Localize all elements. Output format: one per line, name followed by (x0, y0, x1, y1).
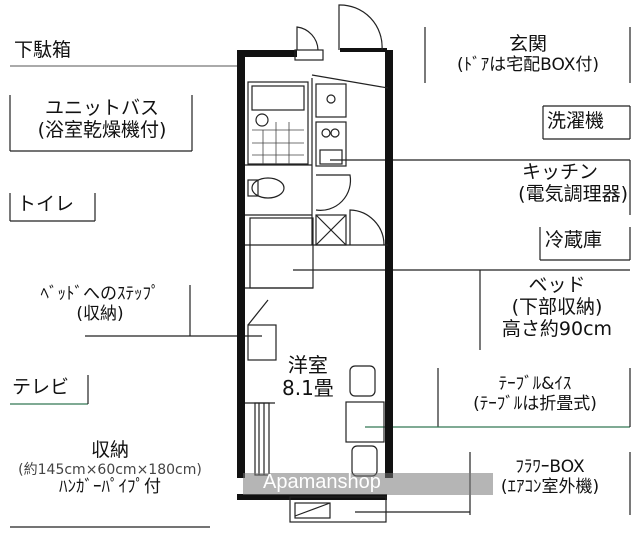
label-shoe-box: 下駄箱 (14, 39, 72, 61)
watermark: Apamanshop (243, 471, 493, 495)
watermark-text: Apamanshop (263, 471, 381, 493)
label-bed-step-sub: (収納) (76, 303, 124, 324)
label-storage-title: 収納 (90, 439, 129, 461)
label-flower-box: ﾌﾗﾜｰBOX (ｴｱｺﾝ室外機) (472, 457, 628, 497)
label-table: ﾃｰﾌﾞﾙ&ｲｽ (ﾃｰﾌﾞﾙは折畳式) (440, 374, 630, 414)
label-entrance: 玄関 (ﾄﾞｱは宅配BOX付) (428, 33, 628, 75)
label-tv: テレビ (12, 376, 70, 398)
label-washer: 洗濯機 (547, 110, 605, 132)
label-entrance-title: 玄関 (508, 33, 547, 55)
label-flower-box-sub: (ｴｱｺﾝ室外機) (500, 476, 600, 497)
label-storage-sub: ﾊﾝｶﾞｰﾊﾟｲﾌﾟ付 (59, 476, 161, 497)
label-unit-bath-sub: (浴室乾燥機付) (37, 118, 167, 141)
label-toilet: トイレ (17, 193, 75, 215)
label-entrance-sub: (ﾄﾞｱは宅配BOX付) (456, 54, 600, 75)
label-unit-bath-title: ユニットバス (44, 97, 159, 119)
label-storage: 収納 (約145cm×60cm×180cm) ﾊﾝｶﾞｰﾊﾟｲﾌﾟ付 (5, 439, 215, 497)
label-table-sub: (ﾃｰﾌﾞﾙは折畳式) (473, 393, 597, 414)
label-bed-title: ベッド (528, 274, 586, 296)
label-storage-dims: (約145cm×60cm×180cm) (18, 461, 202, 478)
label-unit-bath: ユニットバス (浴室乾燥機付) (14, 97, 190, 142)
label-bed-sub2: 高さ約90cm (501, 317, 613, 340)
label-kitchen: キッチン (電気調理器) (460, 161, 628, 206)
label-bed: ベッド (下部収納) 高さ約90cm (484, 274, 630, 341)
label-flower-box-title: ﾌﾗﾜｰBOX (515, 457, 585, 477)
label-bed-step-title: ﾍﾞｯﾄﾞへのｽﾃｯﾌﾟ (40, 284, 160, 304)
room-label: 洋室 8.1畳 (282, 354, 334, 400)
room-size: 8.1畳 (282, 376, 334, 400)
room-name: 洋室 (287, 353, 328, 377)
label-kitchen-sub: (電気調理器) (518, 182, 628, 205)
label-bed-sub1: (下部収納) (511, 295, 603, 318)
label-fridge: 冷蔵庫 (545, 229, 603, 251)
label-bed-step: ﾍﾞｯﾄﾞへのｽﾃｯﾌﾟ (収納) (10, 284, 190, 324)
label-table-title: ﾃｰﾌﾞﾙ&ｲｽ (498, 374, 572, 394)
label-kitchen-title: キッチン (521, 161, 598, 183)
